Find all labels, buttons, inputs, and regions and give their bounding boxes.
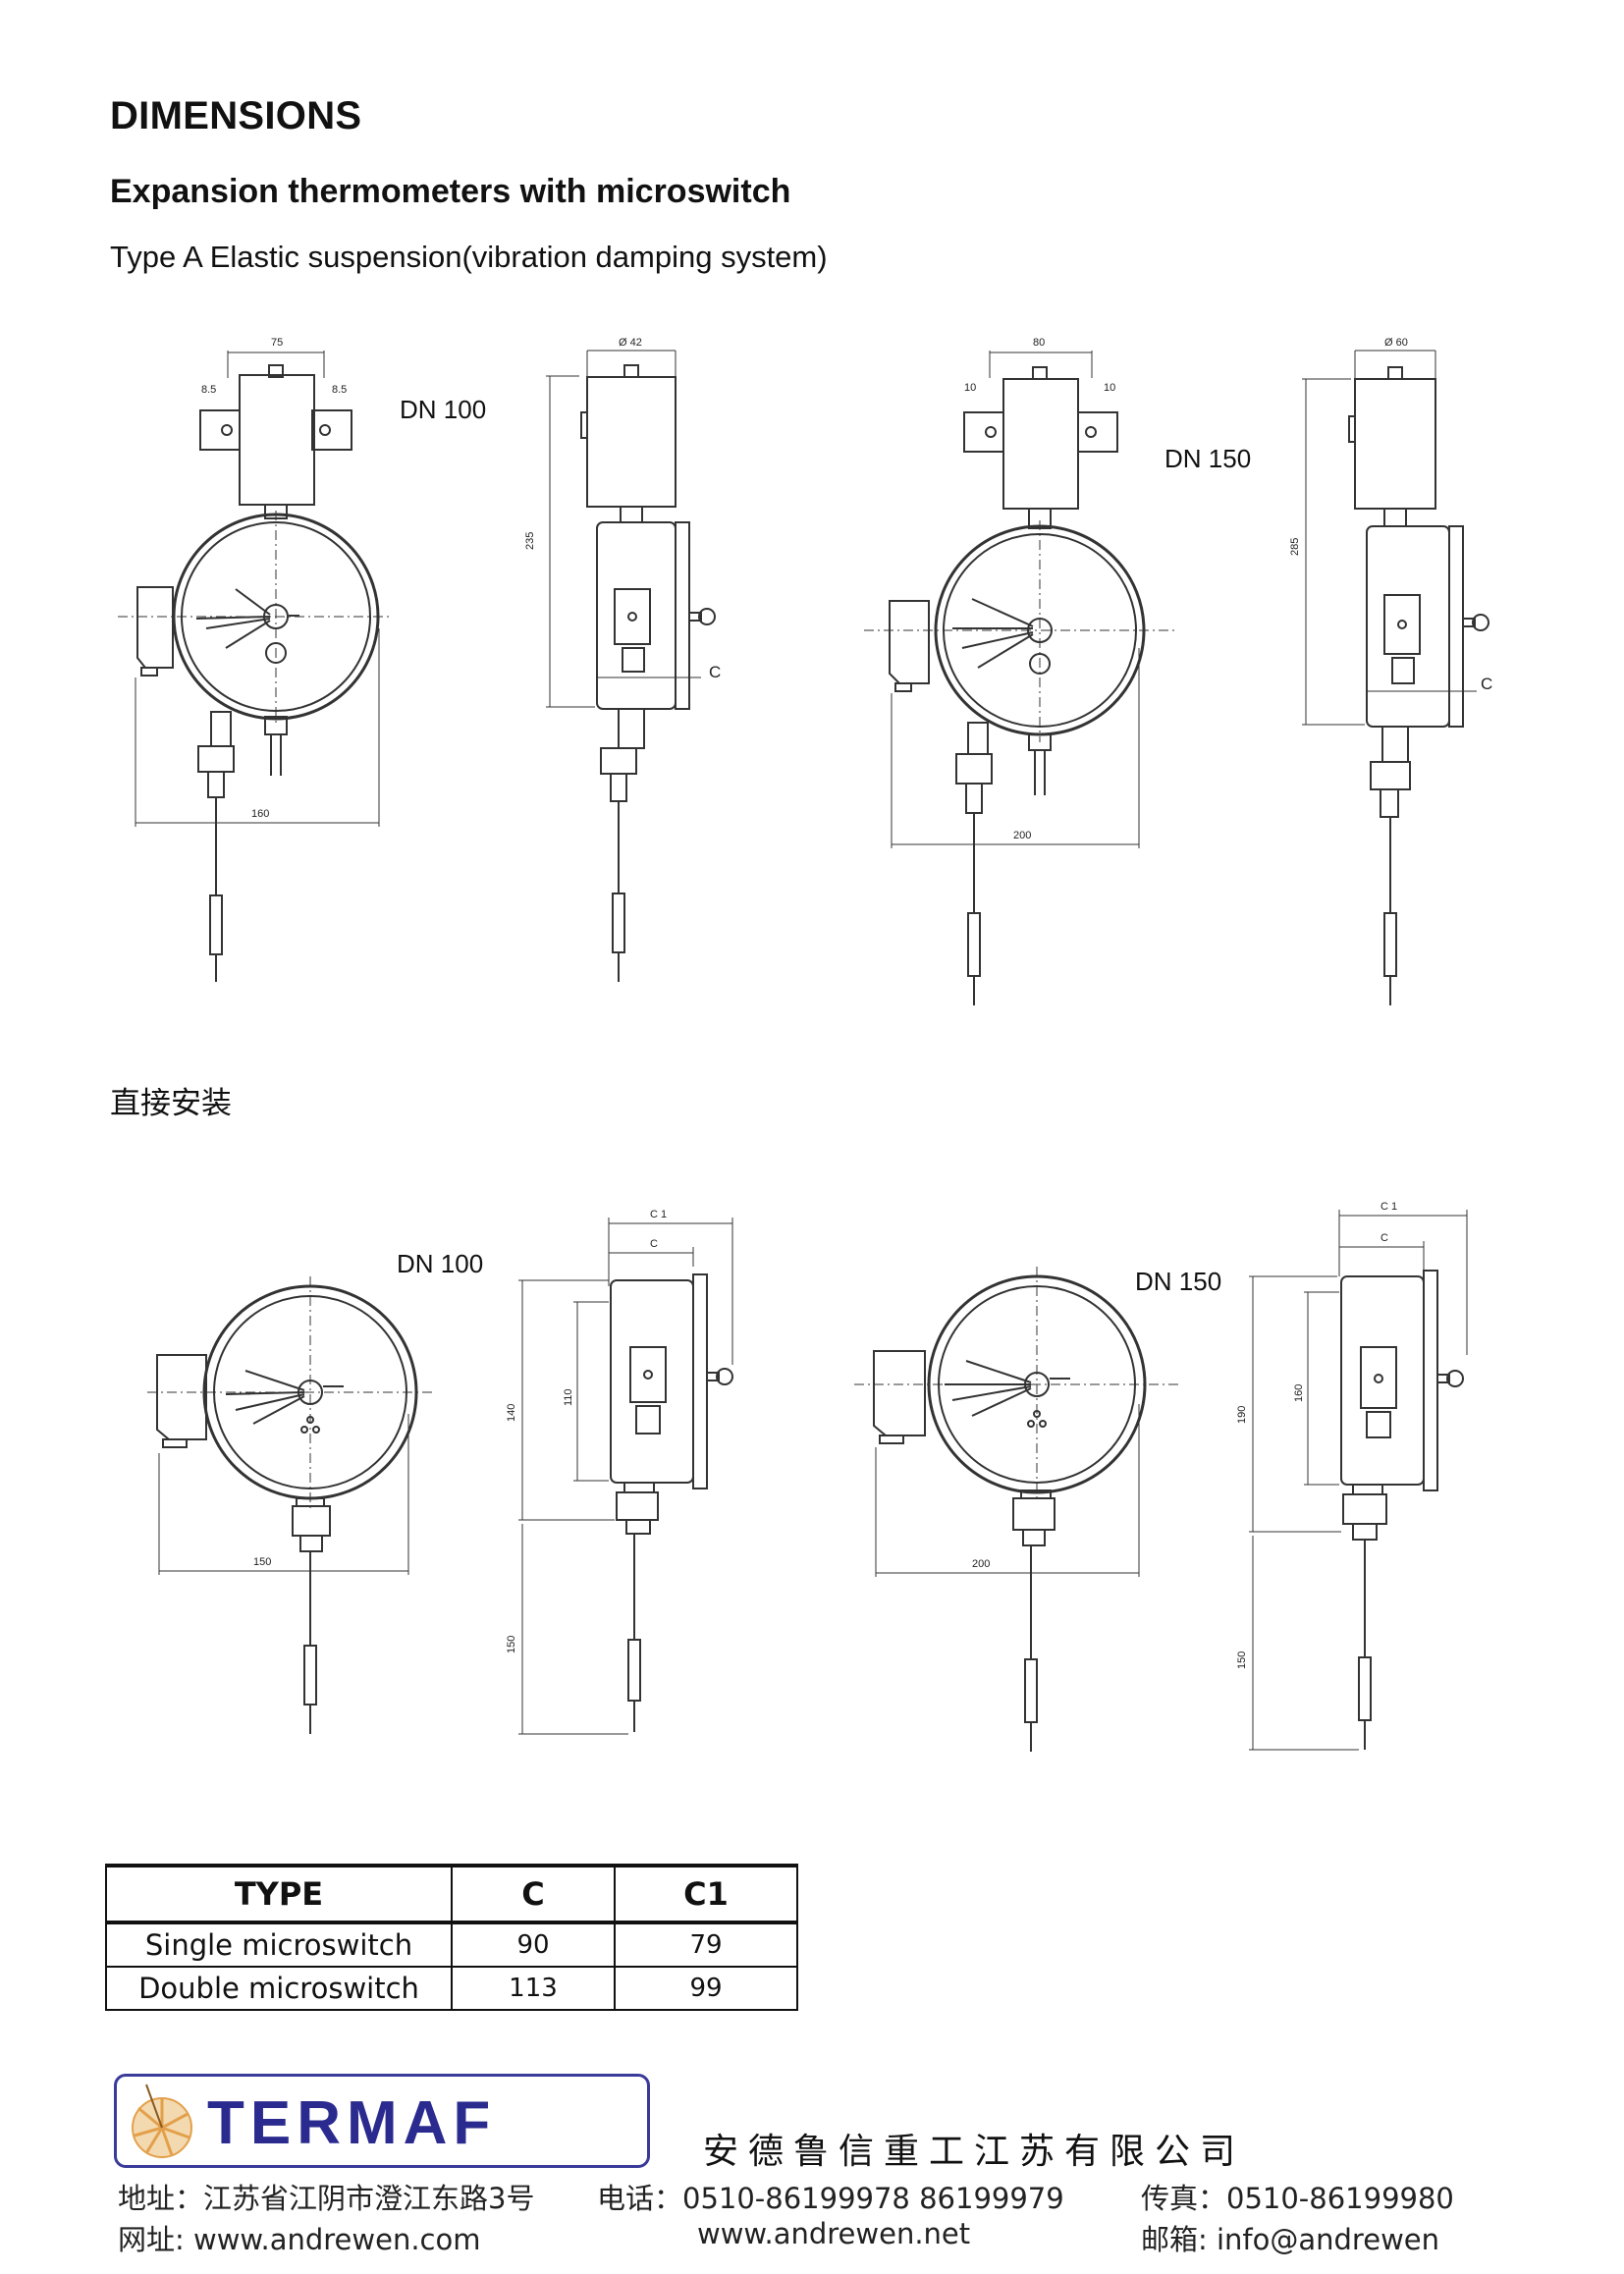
table-cell: Single microswitch <box>105 1922 453 1968</box>
direct-mount-label: 直接安装 <box>110 1086 232 1121</box>
dim-235: 235 <box>524 532 536 550</box>
dim-8-5-left: 8.5 <box>201 384 216 396</box>
drawing-dn150-side-elastic: Ø 60 285 C <box>1289 337 1492 1005</box>
type-line: Type A Elastic suspension(vibration damp… <box>110 240 828 274</box>
table-cell: 113 <box>451 1966 616 2011</box>
footer-website[interactable]: 网址: www.andrewen.com <box>118 2223 481 2256</box>
dim-80: 80 <box>1033 337 1045 349</box>
dim-8-5-right: 8.5 <box>332 384 347 396</box>
table-cell: 79 <box>614 1922 798 1968</box>
drawing-dn100-front-elastic: 75 8.5 8.5 160 <box>118 337 393 982</box>
dim-c1-left: C 1 <box>650 1209 667 1220</box>
table-row: Double microswitch 113 99 <box>105 1966 798 2011</box>
table-row: Single microswitch 90 79 <box>105 1922 798 1968</box>
dim-110: 110 <box>563 1388 574 1406</box>
dn-label-bottom-right: DN 150 <box>1135 1267 1222 1296</box>
footer-fax: 传真：0510-86199980 <box>1141 2182 1454 2215</box>
spec-table: TYPE C C1 Single microswitch 90 79 Doubl… <box>105 1864 798 2011</box>
dim-190: 190 <box>1236 1406 1248 1424</box>
table-header-c: C <box>451 1864 616 1924</box>
dim-200-width: 200 <box>972 1558 990 1570</box>
table-cell: Double microswitch <box>105 1966 453 2011</box>
dim-160-height: 160 <box>1293 1384 1305 1402</box>
drawing-dn100-front-direct: 150 <box>147 1276 432 1734</box>
logo-graphic: TERMAF <box>132 2084 496 2158</box>
dim-10-left: 10 <box>964 382 976 394</box>
footer-phone: 电话：0510-86199978 86199979 <box>597 2182 1064 2215</box>
footer-email[interactable]: 邮箱: info@andrewen <box>1141 2223 1440 2256</box>
dn-label-top-right: DN 150 <box>1164 444 1252 473</box>
footer-website-2[interactable]: www.andrewen.net <box>697 2217 971 2250</box>
dn-label-top-left: DN 100 <box>400 395 487 424</box>
footer-address: 地址：江苏省江阴市澄江东路3号 <box>118 2182 535 2215</box>
company-name: 安德鲁信重工江苏有限公司 <box>703 2132 1246 2172</box>
table-cell: 90 <box>451 1922 616 1968</box>
table-cell: 99 <box>614 1966 798 2011</box>
table-header-row: TYPE C C1 <box>105 1864 798 1924</box>
dim-c-right: C <box>1380 1232 1388 1244</box>
dim-75: 75 <box>271 337 283 349</box>
dim-200: 200 <box>1013 830 1031 841</box>
dim-140: 140 <box>506 1404 517 1422</box>
dim-c1-right: C 1 <box>1380 1201 1397 1213</box>
dim-c-left: C <box>650 1238 658 1250</box>
page-title: DIMENSIONS <box>110 94 362 137</box>
drawing-dn100-side-direct: C 1 C 140 110 150 <box>506 1209 733 1735</box>
dim-c-top-left: C <box>709 663 721 681</box>
page-subtitle: Expansion thermometers with microswitch <box>110 173 791 210</box>
drawing-dn150-front-elastic: 80 10 10 200 <box>864 337 1178 1005</box>
dim-150-height-b: 150 <box>1236 1651 1248 1669</box>
dim-10-right: 10 <box>1104 382 1115 394</box>
dim-dia-42: Ø 42 <box>619 337 642 349</box>
table-header-c1: C1 <box>614 1864 798 1924</box>
logo-wordmark: TERMAF <box>207 2089 496 2157</box>
dim-c-top-right: C <box>1481 675 1492 693</box>
drawing-dn150-front-direct: 200 <box>854 1267 1178 1752</box>
dim-150-width: 150 <box>253 1556 271 1568</box>
dim-dia-60: Ø 60 <box>1384 337 1408 349</box>
drawing-dn100-side-elastic: Ø 42 235 C <box>524 337 721 982</box>
table-header-type: TYPE <box>105 1864 453 1924</box>
dim-150-height: 150 <box>506 1636 517 1653</box>
dn-label-bottom-left: DN 100 <box>397 1249 484 1278</box>
drawing-dn150-side-direct: C 1 C 190 160 150 <box>1236 1201 1468 1751</box>
wheel-icon <box>132 2084 192 2158</box>
dim-160: 160 <box>251 808 269 820</box>
company-logo: TERMAF <box>114 2074 650 2168</box>
dim-285: 285 <box>1289 538 1301 556</box>
